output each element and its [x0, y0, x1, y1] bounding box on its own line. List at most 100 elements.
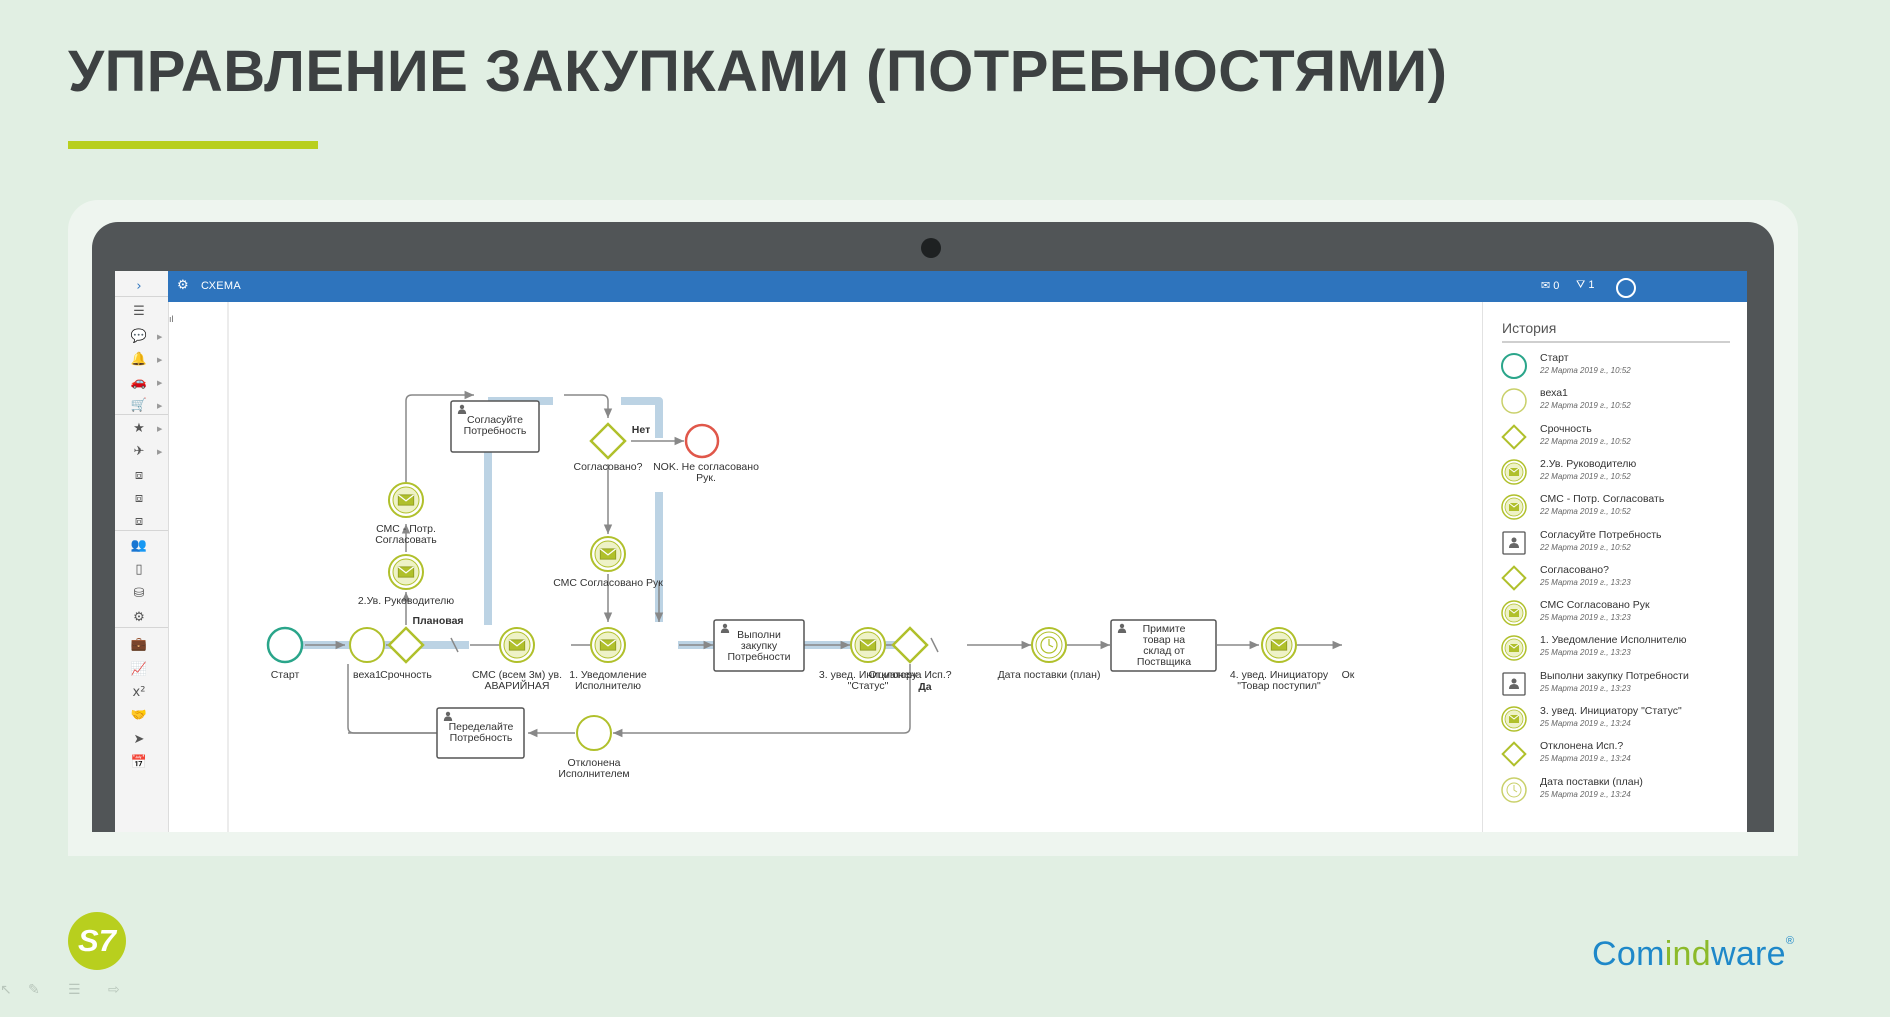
history-item-name: 3. увед. Инициатору "Статус": [1540, 705, 1682, 717]
history-item-date: 22 Марта 2019 г., 10:52: [1540, 471, 1631, 481]
filter-count: 1: [1588, 279, 1595, 291]
sms-approved-event: [590, 536, 626, 572]
ruler-mark: ıl: [169, 314, 174, 324]
handshake-icon[interactable]: 🤝: [130, 708, 148, 723]
sms-approve-event: [388, 482, 424, 518]
formula-icon[interactable]: x²: [132, 685, 146, 700]
slide-title: УПРАВЛЕНИЕ ЗАКУПКАМИ (ПОТРЕБНОСТЯМИ): [68, 39, 1448, 104]
chevron-right-icon[interactable]: ›: [136, 279, 142, 294]
history-item-name: СМС - Потр. Согласовать: [1540, 493, 1665, 506]
mail-icon: [1501, 494, 1527, 520]
label-rejected-by-2: Исполнителем: [558, 768, 629, 780]
tablet-icon[interactable]: ▯: [135, 562, 143, 577]
mail-icon: [1501, 706, 1527, 732]
gateway-icon: [1501, 741, 1527, 768]
history-item-date: 25 Марта 2019 г., 13:24: [1540, 719, 1631, 728]
label-urgency: Срочность: [380, 669, 432, 681]
sidebar-divider: [115, 530, 168, 531]
database-icon[interactable]: ⛁: [133, 586, 145, 601]
star-icon[interactable]: ★: [133, 421, 145, 436]
task-icon: [1502, 530, 1526, 555]
webcam-icon: [921, 238, 941, 258]
label-planned: Плановая: [412, 615, 463, 627]
mail-count: 0: [1553, 280, 1560, 292]
history-item[interactable]: Дата поставки (план)25 Марта 2019 г., 13…: [1500, 774, 1740, 809]
label-notify-arrived: 4. увед. Инициатору: [1230, 669, 1329, 681]
history-item[interactable]: Согласовано?25 Марта 2019 г., 13:23: [1500, 562, 1740, 597]
history-item-name: СМС Согласовано Рук: [1540, 599, 1650, 612]
frame-icon[interactable]: ⧈: [134, 514, 144, 529]
history-item-date: 22 Марта 2019 г., 10:52: [1540, 366, 1631, 375]
submenu-arrow-icon: ▶: [157, 356, 163, 364]
accept-goods-task: [1110, 619, 1217, 672]
start-event: [266, 626, 304, 664]
chat-icon[interactable]: 💬: [130, 329, 148, 344]
notify-executor-event: [590, 627, 626, 663]
cart-icon[interactable]: 🛒: [130, 398, 148, 413]
app-screen: ›☰💬▶🔔▶🚗▶🛒▶★▶✈▶⧈⧈⧈👥▯⛁⚙💼📈x²🤝➤📅 ⚙ СХЕМА ✉ 0…: [115, 271, 1747, 832]
menu-icon[interactable]: ☰: [68, 982, 81, 998]
chart-icon[interactable]: 📈: [130, 662, 148, 677]
history-item-name: 2.Ув. Руководителю: [1540, 457, 1637, 470]
frame-icon[interactable]: ⧈: [134, 491, 144, 506]
history-item-date: 25 Марта 2019 г., 13:24: [1540, 789, 1631, 799]
page-title: СХЕМА: [201, 280, 241, 292]
do-purchase-task: [713, 619, 805, 672]
history-item-date: 25 Марта 2019 г., 13:23: [1540, 613, 1631, 623]
gear-icon[interactable]: ⚙: [177, 278, 189, 293]
mail-icon: [1501, 459, 1527, 485]
sidebar-divider: [115, 414, 168, 415]
plane-icon[interactable]: ✈: [133, 444, 145, 459]
bpmn-diagram: ıl: [169, 302, 1355, 832]
label-notify-status-2: "Статус": [848, 680, 889, 692]
car-icon[interactable]: 🚗: [130, 375, 148, 390]
mail-counter[interactable]: ✉ 0: [1541, 279, 1559, 292]
label-no: Нет: [632, 424, 650, 436]
history-item[interactable]: 3. увед. Инициатору "Статус" 25 Марта 201…: [1500, 703, 1740, 738]
profile-avatar[interactable]: [1616, 278, 1636, 298]
users-icon[interactable]: 👥: [130, 538, 148, 553]
history-item-name: Старт: [1540, 352, 1569, 364]
mail-icon: ✉: [1541, 280, 1551, 292]
list-icon[interactable]: ☰: [133, 304, 145, 319]
pointer-icon[interactable]: ↖: [0, 982, 12, 998]
history-item-name: Согласовано?: [1540, 563, 1609, 576]
comindware-logo-part2: ind: [1664, 935, 1711, 973]
history-item[interactable]: Отклонена Исп.?25 Марта 2019 г., 13:24: [1500, 738, 1740, 773]
history-divider: [1502, 341, 1730, 343]
submenu-arrow-icon: ▶: [157, 448, 163, 456]
label-redo-need: Переделайте: [449, 721, 514, 733]
comindware-logo-part3: ware: [1710, 935, 1786, 973]
calendar-icon[interactable]: 📅: [130, 755, 148, 770]
approved-gateway: [589, 422, 627, 460]
label-veha1: веха1: [353, 669, 381, 681]
submenu-arrow-icon: ▶: [157, 379, 163, 387]
history-item-name: веха1: [1540, 387, 1568, 400]
history-item-date: 22 Марта 2019 г., 10:52: [1540, 436, 1631, 446]
pen-icon[interactable]: ✎: [28, 982, 40, 998]
frame-icon[interactable]: ⧈: [134, 468, 144, 483]
history-item[interactable]: Старт 22 Марта 2019 г., 10:52: [1500, 350, 1740, 385]
next-icon[interactable]: ⇨: [108, 982, 120, 998]
app-topbar: ⚙ СХЕМА ✉ 0 ⛛ 1: [168, 271, 1747, 302]
send-icon[interactable]: ➤: [133, 732, 145, 747]
cogs-icon[interactable]: ⚙: [133, 610, 145, 625]
rejected-exec-gateway: [891, 626, 929, 664]
history-item-name: Согласуйте Потребность: [1540, 528, 1662, 541]
sidebar-divider: [115, 296, 168, 297]
briefcase-icon[interactable]: 💼: [130, 637, 148, 652]
filter-counter[interactable]: ⛛ 1: [1576, 279, 1594, 292]
bell-icon[interactable]: 🔔: [130, 352, 148, 367]
label-approve-need: Согласуйте: [467, 414, 523, 426]
label-notify-executor-2: Исполнителю: [575, 680, 641, 692]
redo-need-task: [436, 707, 525, 759]
